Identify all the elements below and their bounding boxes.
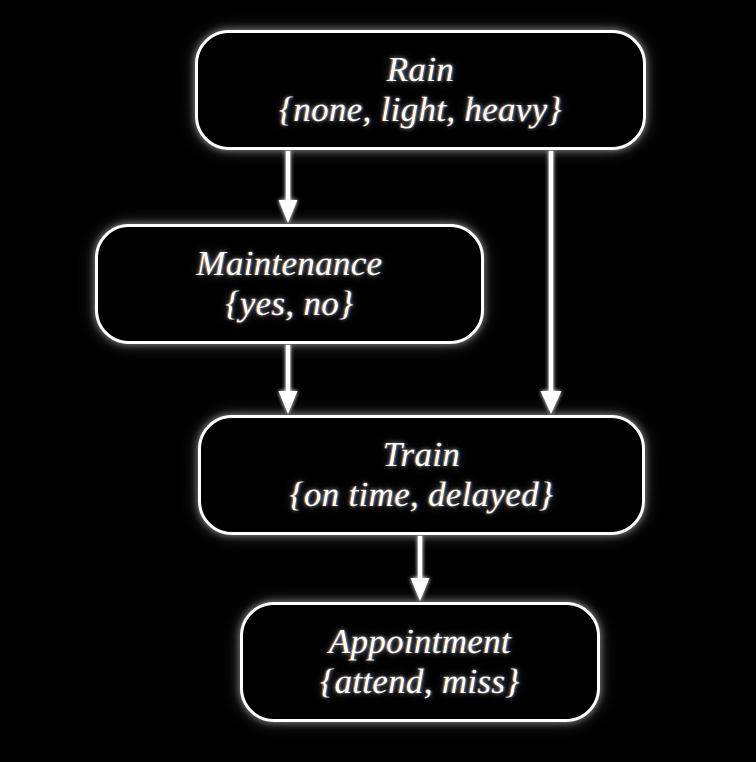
edge-rain-to-maintenance [278, 151, 298, 223]
node-maintenance[interactable]: Maintenance {yes, no} [95, 224, 484, 344]
node-train-title: Train [382, 434, 461, 474]
node-maintenance-title: Maintenance [196, 243, 383, 283]
node-rain[interactable]: Rain {none, light, heavy} [195, 30, 646, 150]
node-maintenance-states: {yes, no} [225, 283, 354, 323]
node-appointment-title: Appointment [328, 621, 512, 661]
node-rain-states: {none, light, heavy} [279, 89, 562, 129]
edge-maintenance-to-train [278, 345, 298, 414]
node-appointment[interactable]: Appointment {attend, miss} [240, 602, 600, 722]
node-appointment-states: {attend, miss} [320, 661, 520, 701]
node-train-states: {on time, delayed} [289, 474, 554, 514]
node-train[interactable]: Train {on time, delayed} [198, 415, 645, 535]
edge-rain-to-train [540, 151, 562, 414]
node-rain-title: Rain [386, 49, 455, 89]
edge-train-to-appointment [410, 536, 430, 601]
